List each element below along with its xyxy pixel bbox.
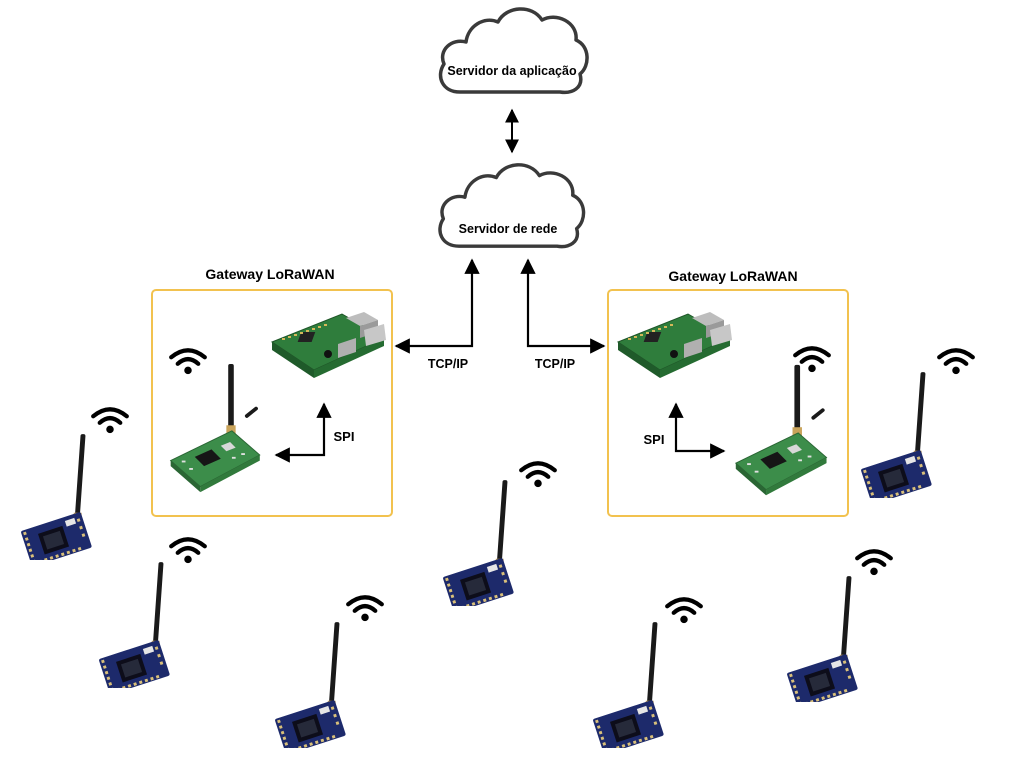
network-server-cloud: Servidor de rede [438, 163, 586, 249]
network-server-label: Servidor de rede [459, 222, 558, 236]
application-server-cloud: Servidor da aplicação [438, 7, 589, 95]
tcpip-label-left: TCP/IP [428, 357, 468, 371]
raspberry-pi-board [271, 311, 387, 379]
gateway-left-box [151, 289, 393, 517]
wifi-icon [795, 348, 829, 372]
lora-end-node [786, 575, 859, 702]
wifi-icon [93, 409, 127, 433]
gateway-right-title: Gateway LoRaWAN [668, 268, 797, 284]
wifi-icon [667, 599, 701, 623]
lora-end-node [98, 561, 171, 688]
spi-connector-arrow [274, 402, 332, 463]
wifi-icon [171, 539, 205, 563]
lora-gateway-module [733, 364, 829, 498]
gateway-left: Gateway LoRaWAN SPI [151, 266, 393, 517]
lora-end-node [860, 371, 933, 498]
spi-label: SPI [334, 429, 355, 444]
end-node [592, 599, 701, 748]
application-server-label: Servidor da aplicação [447, 64, 577, 78]
lora-end-node [592, 621, 665, 748]
wifi-icon [939, 350, 973, 374]
end-node [98, 539, 205, 688]
end-node [274, 597, 382, 748]
wifi-icon [171, 350, 205, 374]
tcpip-link-right-arrow [520, 258, 606, 354]
spi-connector-arrow [668, 402, 726, 459]
tcpip-link-left-arrow [394, 258, 480, 354]
lora-gateway-module [168, 364, 262, 494]
end-node [860, 350, 973, 498]
end-node [786, 551, 891, 702]
wifi-icon [348, 597, 382, 621]
wifi-icon [857, 551, 891, 575]
lora-end-node [442, 479, 515, 606]
tcpip-label-right: TCP/IP [535, 357, 575, 371]
gateway-left-title: Gateway LoRaWAN [205, 266, 334, 282]
end-node [442, 463, 555, 606]
spi-label: SPI [644, 432, 665, 447]
raspberry-pi-board [617, 311, 733, 379]
gateway-right-box [607, 289, 849, 517]
lora-end-node [20, 433, 93, 560]
gateway-right: Gateway LoRaWAN SPI [607, 268, 849, 517]
end-node [20, 409, 127, 560]
lora-end-node [274, 621, 347, 748]
wifi-icon [521, 463, 555, 487]
